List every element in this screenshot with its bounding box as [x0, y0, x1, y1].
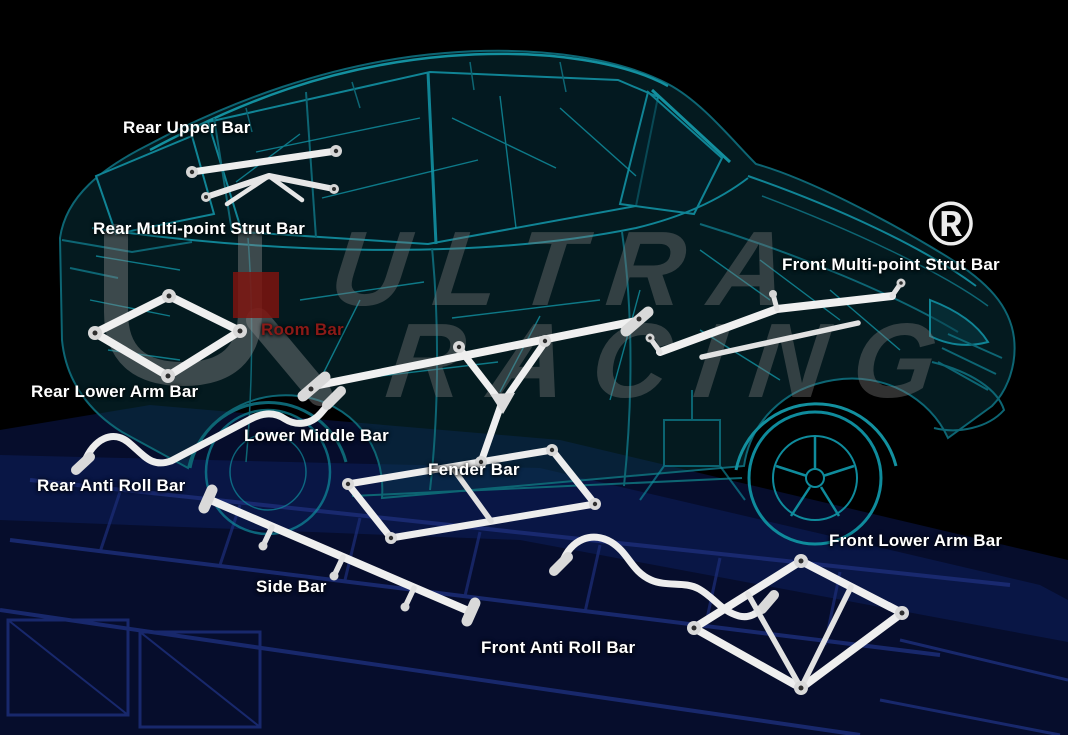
rear-multi-point-strut-bar-part	[201, 173, 339, 207]
label-rear-multi-point-strut-bar: Rear Multi-point Strut Bar	[93, 219, 306, 238]
front-wheel-illustration	[747, 410, 883, 546]
front-multi-point-strut-bar-part	[645, 278, 906, 360]
label-front-lower-arm-bar: Front Lower Arm Bar	[829, 531, 1003, 550]
lower-middle-bar-part	[342, 444, 601, 544]
label-rear-lower-arm-bar: Rear Lower Arm Bar	[31, 382, 199, 401]
room-bar-part	[297, 306, 654, 402]
label-front-multi-point-strut-bar: Front Multi-point Strut Bar	[782, 255, 1000, 274]
registered-trademark-symbol: ®	[928, 190, 974, 259]
label-rear-upper-bar: Rear Upper Bar	[123, 118, 251, 137]
rear-lower-arm-bar-part	[88, 289, 247, 383]
chassis-frame-illustration	[0, 405, 1068, 735]
front-anti-roll-bar-part	[549, 533, 779, 621]
car-body-wireframe	[58, 49, 1016, 546]
label-room-bar: Room Bar	[261, 320, 344, 339]
label-side-bar: Side Bar	[256, 577, 327, 596]
label-fender-bar: Fender Bar	[428, 460, 520, 479]
front-lower-arm-bar-part	[687, 554, 909, 695]
label-front-anti-roll-bar: Front Anti Roll Bar	[481, 638, 636, 657]
fender-bar-part	[453, 335, 551, 468]
rear-anti-roll-bar-part	[71, 386, 346, 475]
rear-upper-bar-part	[186, 145, 342, 178]
label-rear-anti-roll-bar: Rear Anti Roll Bar	[37, 476, 186, 495]
label-lower-middle-bar: Lower Middle Bar	[244, 426, 389, 445]
side-bar-part	[198, 484, 481, 627]
